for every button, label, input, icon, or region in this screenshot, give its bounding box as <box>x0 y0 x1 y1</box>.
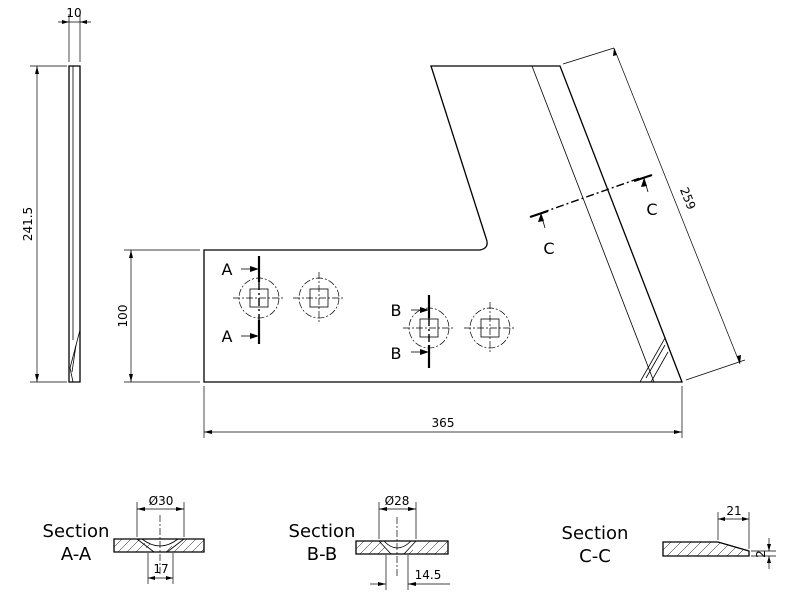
section-cc-title-1: Section <box>562 523 629 544</box>
side-view: 10 241.5 <box>21 6 91 383</box>
total-width-label: 365 <box>432 416 455 430</box>
side-height-label: 241.5 <box>21 207 35 241</box>
section-aa-title-1: Section <box>43 521 110 542</box>
section-b-tag-bottom: B <box>391 344 402 363</box>
section-c-tag-left: C <box>543 239 554 258</box>
section-cc-view: Section C-C 21 2 <box>562 504 776 569</box>
edge-length-label: 259 <box>677 185 699 211</box>
section-c-cut: C C <box>529 173 658 258</box>
blade-outline <box>203 65 683 383</box>
section-aa-width: 17 <box>153 562 168 576</box>
section-bb-title-2: B-B <box>307 544 338 565</box>
plate-height-label: 100 <box>116 305 130 328</box>
section-bb-view: Section B-B Ø28 14.5 <box>289 494 450 590</box>
section-a-tag-top: A <box>222 260 233 279</box>
section-a-cut: A A <box>222 256 261 346</box>
section-bb-diameter: Ø28 <box>385 494 410 508</box>
section-b-cut: B B <box>391 295 431 368</box>
hole-2 <box>293 272 345 324</box>
section-cc-thickness: 2 <box>754 550 768 558</box>
section-cc-bevel-length: 21 <box>726 504 741 518</box>
section-cc-title-2: C-C <box>579 546 611 567</box>
section-aa-title-2: A-A <box>61 544 92 565</box>
section-b-tag-top: B <box>391 301 402 320</box>
hole-4 <box>464 302 516 354</box>
side-thickness-label: 10 <box>66 6 81 20</box>
section-aa-view: Section A-A Ø30 17 <box>43 494 205 584</box>
section-a-tag-bottom: A <box>222 327 233 346</box>
front-view: A A B B C C <box>116 47 746 438</box>
section-c-tag-right: C <box>646 200 657 219</box>
section-bb-width: 14.5 <box>415 568 442 582</box>
section-aa-diameter: Ø30 <box>149 494 174 508</box>
section-bb-title-1: Section <box>289 521 356 542</box>
